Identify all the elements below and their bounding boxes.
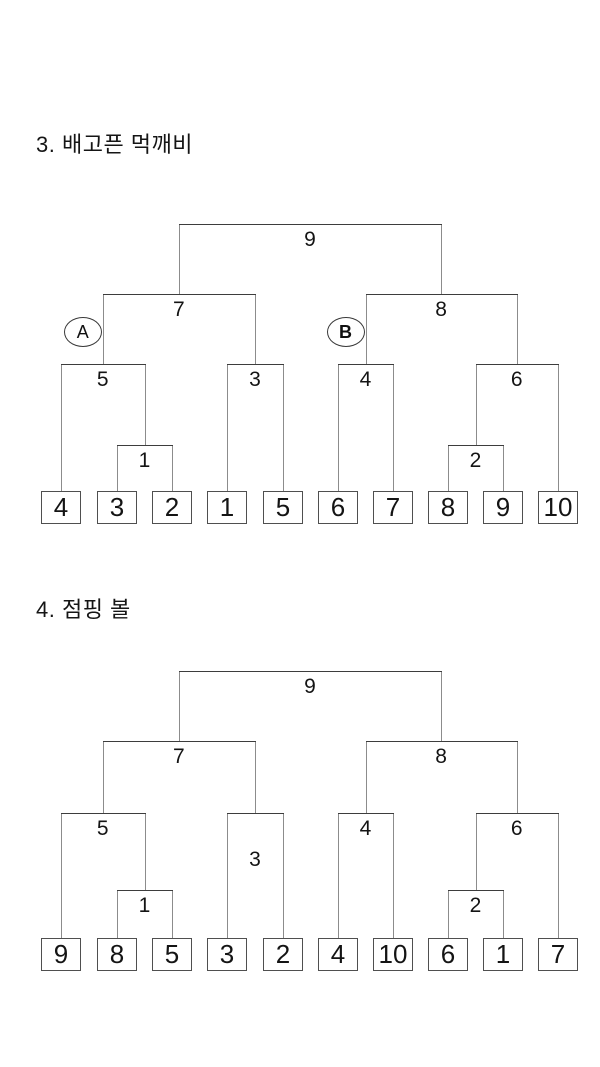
leaf-box: 3: [207, 938, 247, 971]
branch-vline: [227, 365, 228, 491]
merge-order-label: 4: [359, 817, 372, 840]
leaf-box: 6: [318, 491, 358, 524]
merge-order-label: 6: [510, 368, 523, 391]
circle-badge-A: A: [63, 317, 102, 347]
merge-order-label: 3: [249, 368, 261, 391]
merge-order-label: 8: [435, 298, 447, 321]
branch-hline: [227, 364, 284, 365]
branch-vline: [338, 365, 339, 491]
branch-vline: [558, 365, 559, 491]
branch-vline: [102, 295, 104, 364]
branch-hline: [338, 813, 394, 814]
branch-vline: [393, 814, 394, 938]
branch-hline: [365, 294, 518, 295]
branch-vline: [117, 891, 118, 938]
branch-vline: [516, 295, 518, 364]
branch-vline: [283, 365, 284, 491]
leaf-box: 4: [41, 491, 81, 524]
branch-vline: [117, 446, 118, 491]
branch-vline: [144, 814, 146, 890]
merge-order-label: 3: [249, 848, 261, 871]
branch-hline: [475, 813, 559, 814]
branch-vline: [227, 814, 228, 938]
branch-hline: [61, 813, 146, 814]
merge-order-label: 6: [510, 817, 523, 840]
branch-vline: [558, 814, 559, 938]
merge-order-label: 8: [435, 745, 447, 768]
branch-hline: [178, 224, 443, 225]
leaf-box: 3: [97, 491, 137, 524]
branch-hline: [178, 671, 443, 672]
branch-vline: [441, 672, 443, 741]
branch-hline: [448, 890, 504, 891]
branch-vline: [172, 891, 173, 938]
section-title-4: 4. 점핑 볼: [36, 597, 131, 622]
branch-vline: [503, 446, 504, 491]
branch-hline: [117, 890, 173, 891]
leaf-box: 2: [263, 938, 303, 971]
branch-hline: [117, 445, 173, 446]
branch-hline: [227, 813, 284, 814]
branch-hline: [61, 364, 146, 365]
merge-order-label: 4: [359, 368, 372, 391]
branch-vline: [365, 742, 367, 813]
branch-hline: [475, 364, 559, 365]
leaf-box: 7: [538, 938, 578, 971]
branch-vline: [61, 814, 62, 938]
merge-order-label: 5: [96, 817, 109, 840]
branch-hline: [448, 445, 504, 446]
branch-hline: [365, 741, 518, 742]
branch-hline: [102, 294, 256, 295]
merge-order-label: 2: [469, 449, 482, 472]
branch-hline: [338, 364, 394, 365]
branch-vline: [365, 295, 367, 364]
merge-order-label: 7: [173, 298, 185, 321]
leaf-box: 5: [152, 938, 192, 971]
branch-vline: [448, 446, 449, 491]
leaf-box: 2: [152, 491, 192, 524]
branch-vline: [178, 672, 180, 741]
leaf-box: 10: [373, 938, 413, 971]
merge-order-label: 2: [469, 894, 482, 917]
branch-vline: [448, 891, 449, 938]
branch-vline: [255, 742, 256, 813]
section-title-3: 3. 배고픈 먹깨비: [36, 132, 194, 157]
branch-vline: [516, 742, 518, 813]
merge-order-label: 9: [304, 675, 316, 698]
leaf-box: 5: [263, 491, 303, 524]
merge-order-label: 9: [304, 228, 316, 251]
leaf-box: 9: [41, 938, 81, 971]
merge-order-label: 1: [138, 449, 151, 472]
merge-order-label: 5: [96, 368, 109, 391]
branch-vline: [255, 295, 256, 364]
branch-vline: [178, 225, 180, 294]
branch-vline: [475, 814, 477, 890]
circle-badge-B: B: [326, 317, 365, 347]
branch-vline: [61, 365, 62, 491]
leaf-box: 1: [483, 938, 523, 971]
branch-vline: [393, 365, 394, 491]
branch-hline: [102, 741, 256, 742]
branch-vline: [441, 225, 443, 294]
leaf-box: 10: [538, 491, 578, 524]
leaf-box: 1: [207, 491, 247, 524]
branch-vline: [144, 365, 146, 445]
branch-vline: [172, 446, 173, 491]
leaf-box: 8: [97, 938, 137, 971]
branch-vline: [503, 891, 504, 938]
leaf-box: 9: [483, 491, 523, 524]
branch-vline: [475, 365, 477, 445]
branch-vline: [102, 742, 104, 813]
leaf-box: 6: [428, 938, 468, 971]
branch-vline: [283, 814, 284, 938]
leaf-box: 8: [428, 491, 468, 524]
branch-vline: [338, 814, 339, 938]
merge-order-label: 1: [138, 894, 151, 917]
merge-order-label: 7: [173, 745, 185, 768]
leaf-box: 4: [318, 938, 358, 971]
leaf-box: 7: [373, 491, 413, 524]
